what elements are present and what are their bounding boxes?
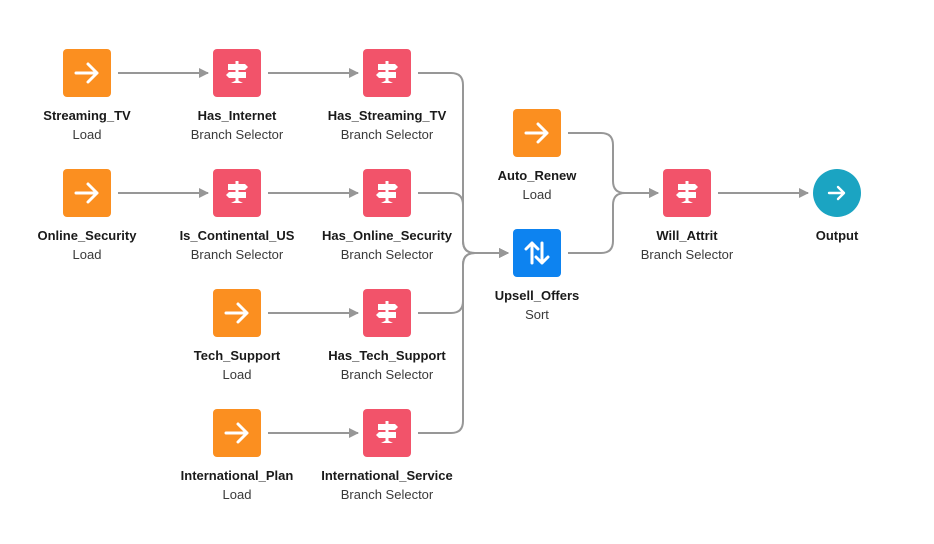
node-type: Branch Selector — [190, 127, 284, 142]
node-type: Branch Selector — [340, 367, 434, 382]
node-type: Load — [222, 367, 252, 382]
signpost-icon[interactable] — [363, 169, 411, 217]
edge-upsell_offers-to-will_attrit — [568, 188, 659, 254]
node-has-streaming-tv[interactable]: Has_Streaming_TV Branch Selector — [307, 49, 467, 159]
node-name: Streaming_TV — [43, 108, 131, 123]
node-name: Has_Streaming_TV — [327, 108, 447, 123]
node-output[interactable]: Output — [757, 169, 917, 279]
node-name: Is_Continental_US — [179, 228, 295, 243]
node-type: Branch Selector — [640, 247, 734, 262]
node-name: Will_Attrit — [656, 228, 718, 243]
arrow-right-icon[interactable] — [213, 409, 261, 457]
node-name: Has_Tech_Support — [328, 348, 446, 363]
node-name: Upsell_Offers — [494, 288, 580, 303]
edge-international_service-to-upsell_offers — [418, 248, 509, 434]
signpost-icon[interactable] — [663, 169, 711, 217]
node-type: Branch Selector — [340, 247, 434, 262]
signpost-icon[interactable] — [363, 289, 411, 337]
arrow-right-icon[interactable] — [213, 289, 261, 337]
node-name: Auto_Renew — [497, 168, 577, 183]
node-type: Branch Selector — [190, 247, 284, 262]
sort-icon[interactable] — [513, 229, 561, 277]
node-type: Load — [222, 487, 252, 502]
node-name: International_Plan — [180, 468, 294, 483]
node-type: Sort — [525, 307, 549, 322]
node-streaming-tv[interactable]: Streaming_TV Load — [7, 49, 167, 159]
node-name: Tech_Support — [193, 348, 281, 363]
node-type: Load — [522, 187, 552, 202]
node-type: Branch Selector — [340, 127, 434, 142]
signpost-icon[interactable] — [363, 49, 411, 97]
arrow-right-circle-icon[interactable] — [813, 169, 861, 217]
node-type: Load — [72, 247, 102, 262]
node-name: International_Service — [321, 468, 453, 483]
edge-auto_renew-to-will_attrit — [568, 132, 659, 198]
arrow-right-icon[interactable] — [63, 169, 111, 217]
node-name: Has_Online_Security — [321, 228, 453, 243]
node-is-continental-us[interactable]: Is_Continental_US Branch Selector — [157, 169, 317, 279]
signpost-icon[interactable] — [363, 409, 411, 457]
arrow-right-icon[interactable] — [63, 49, 111, 97]
node-name: Output — [815, 228, 859, 243]
edge-has_online_security-to-upsell_offers — [418, 192, 509, 258]
signpost-icon[interactable] — [213, 49, 261, 97]
signpost-icon[interactable] — [213, 169, 261, 217]
node-type: Load — [72, 127, 102, 142]
arrow-right-icon[interactable] — [513, 109, 561, 157]
node-name: Online_Security — [37, 228, 137, 243]
node-name: Has_Internet — [197, 108, 277, 123]
node-type: Branch Selector — [340, 487, 434, 502]
